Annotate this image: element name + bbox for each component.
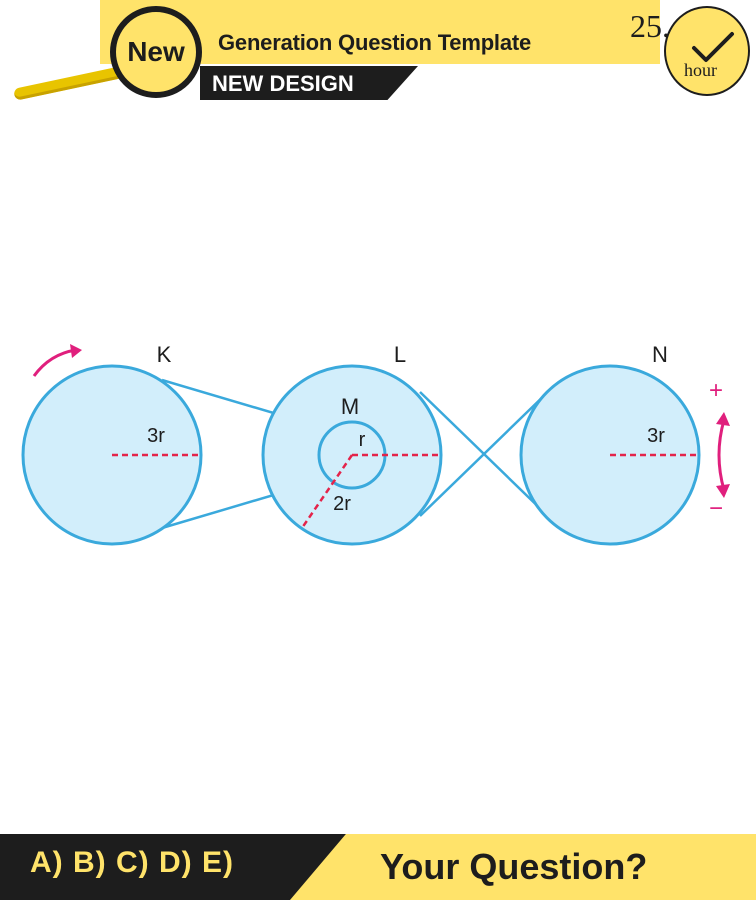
pulley-diagram: K L M N 3r r 2r 3r + − <box>21 342 730 546</box>
label-l: L <box>394 342 406 367</box>
radius-label-n: 3r <box>647 425 665 447</box>
rotation-arrow-icon <box>32 348 77 377</box>
rotation-arrowhead-icon <box>70 344 82 358</box>
clock-unit: hour <box>684 60 717 80</box>
radius-label-l: 2r <box>333 493 351 515</box>
radius-label-m: r <box>359 429 366 451</box>
subtitle-bar <box>200 66 418 100</box>
footer-question-panel <box>290 834 756 900</box>
label-k: K <box>157 342 172 367</box>
answer-options: A) B) C) D) E) <box>30 846 234 879</box>
oscillation-arrowhead-down-icon <box>716 484 730 498</box>
oscillation-arrowhead-up-icon <box>716 412 730 426</box>
page-subtitle: NEW DESIGN <box>212 71 354 96</box>
radius-label-k: 3r <box>147 425 165 447</box>
clock-number: 25. <box>630 8 670 44</box>
minus-label: − <box>709 495 723 522</box>
magnifier-handle-icon <box>13 66 124 101</box>
label-m: M <box>341 394 359 419</box>
label-n: N <box>652 342 668 367</box>
checkmark-icon <box>692 32 734 62</box>
clock-icon <box>664 6 750 96</box>
oscillation-arrow-icon <box>717 419 726 491</box>
plus-label: + <box>709 377 723 404</box>
radius-lines <box>112 453 699 529</box>
question-prompt: Your Question? <box>380 846 648 887</box>
new-badge: New <box>110 6 202 98</box>
new-badge-label: New <box>127 36 185 67</box>
page-title: Generation Question Template <box>218 30 532 55</box>
